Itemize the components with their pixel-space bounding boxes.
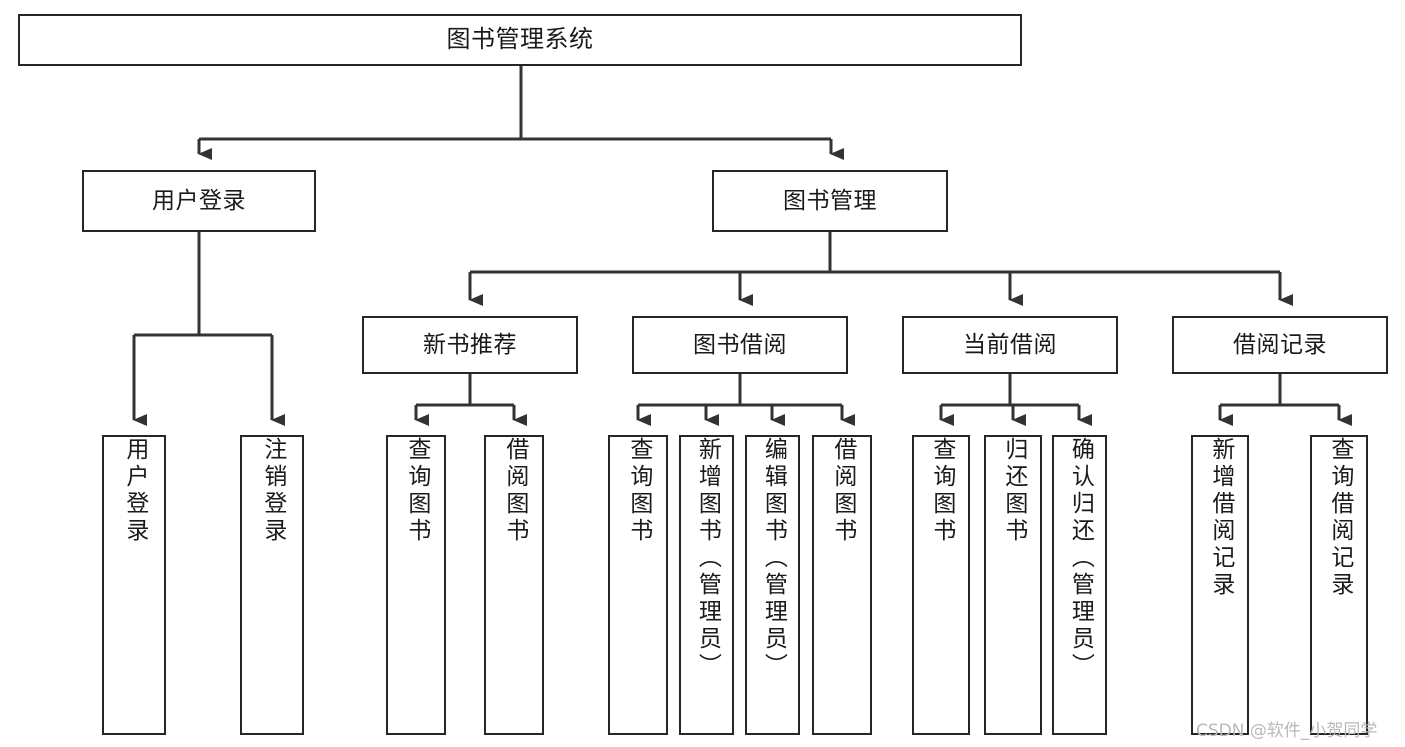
node-new-book-recommend[interactable]: 新书推荐 xyxy=(362,316,578,374)
node-book-borrow[interactable]: 图书借阅 xyxy=(632,316,848,374)
leaf-return-books[interactable]: 归还图书 xyxy=(984,435,1042,735)
node-user-login[interactable]: 用户登录 xyxy=(82,170,316,232)
leaf-borrow-books-label: 借阅图书 xyxy=(829,437,856,545)
leaf-query-books-newbook[interactable]: 查询图书 xyxy=(386,435,446,735)
node-book-management[interactable]: 图书管理 xyxy=(712,170,948,232)
leaf-query-books-borrow-label: 查询图书 xyxy=(625,437,652,545)
node-borrow-record-label: 借阅记录 xyxy=(1233,331,1327,358)
leaf-user-login[interactable]: 用户登录 xyxy=(102,435,166,735)
node-root[interactable]: 图书管理系统 xyxy=(18,14,1022,66)
leaf-query-books-current[interactable]: 查询图书 xyxy=(912,435,970,735)
node-book-borrow-label: 图书借阅 xyxy=(693,331,787,358)
leaf-edit-book-admin[interactable]: 编辑图书（管理员） xyxy=(745,435,800,735)
leaf-query-books-current-label: 查询图书 xyxy=(928,437,955,545)
leaf-query-books-newbook-label: 查询图书 xyxy=(403,437,430,545)
leaf-confirm-return-admin-label: 确认归还（管理员） xyxy=(1067,437,1094,680)
node-current-borrow[interactable]: 当前借阅 xyxy=(902,316,1118,374)
leaf-borrow-books[interactable]: 借阅图书 xyxy=(812,435,872,735)
leaf-borrow-books-newbook[interactable]: 借阅图书 xyxy=(484,435,544,735)
node-new-book-recommend-label: 新书推荐 xyxy=(423,331,517,358)
node-user-login-label: 用户登录 xyxy=(152,187,246,214)
leaf-confirm-return-admin[interactable]: 确认归还（管理员） xyxy=(1052,435,1107,735)
node-current-borrow-label: 当前借阅 xyxy=(963,331,1057,358)
leaf-query-borrow-record[interactable]: 查询借阅记录 xyxy=(1310,435,1368,735)
leaf-logout[interactable]: 注销登录 xyxy=(240,435,304,735)
leaf-borrow-books-newbook-label: 借阅图书 xyxy=(501,437,528,545)
leaf-query-books-borrow[interactable]: 查询图书 xyxy=(608,435,668,735)
leaf-add-book-admin-label: 新增图书（管理员） xyxy=(694,437,721,680)
node-book-management-label: 图书管理 xyxy=(783,187,877,214)
csdn-watermark: CSDN @软件_小贺同学 xyxy=(1196,721,1378,741)
leaf-user-login-label: 用户登录 xyxy=(121,437,148,545)
leaf-add-book-admin[interactable]: 新增图书（管理员） xyxy=(679,435,734,735)
leaf-return-books-label: 归还图书 xyxy=(1000,437,1027,545)
leaf-edit-book-admin-label: 编辑图书（管理员） xyxy=(760,437,787,680)
leaf-add-borrow-record-label: 新增借阅记录 xyxy=(1207,437,1234,599)
leaf-query-borrow-record-label: 查询借阅记录 xyxy=(1326,437,1353,599)
leaf-add-borrow-record[interactable]: 新增借阅记录 xyxy=(1191,435,1249,735)
node-borrow-record[interactable]: 借阅记录 xyxy=(1172,316,1388,374)
node-root-label: 图书管理系统 xyxy=(446,25,594,54)
leaf-logout-label: 注销登录 xyxy=(259,437,286,545)
